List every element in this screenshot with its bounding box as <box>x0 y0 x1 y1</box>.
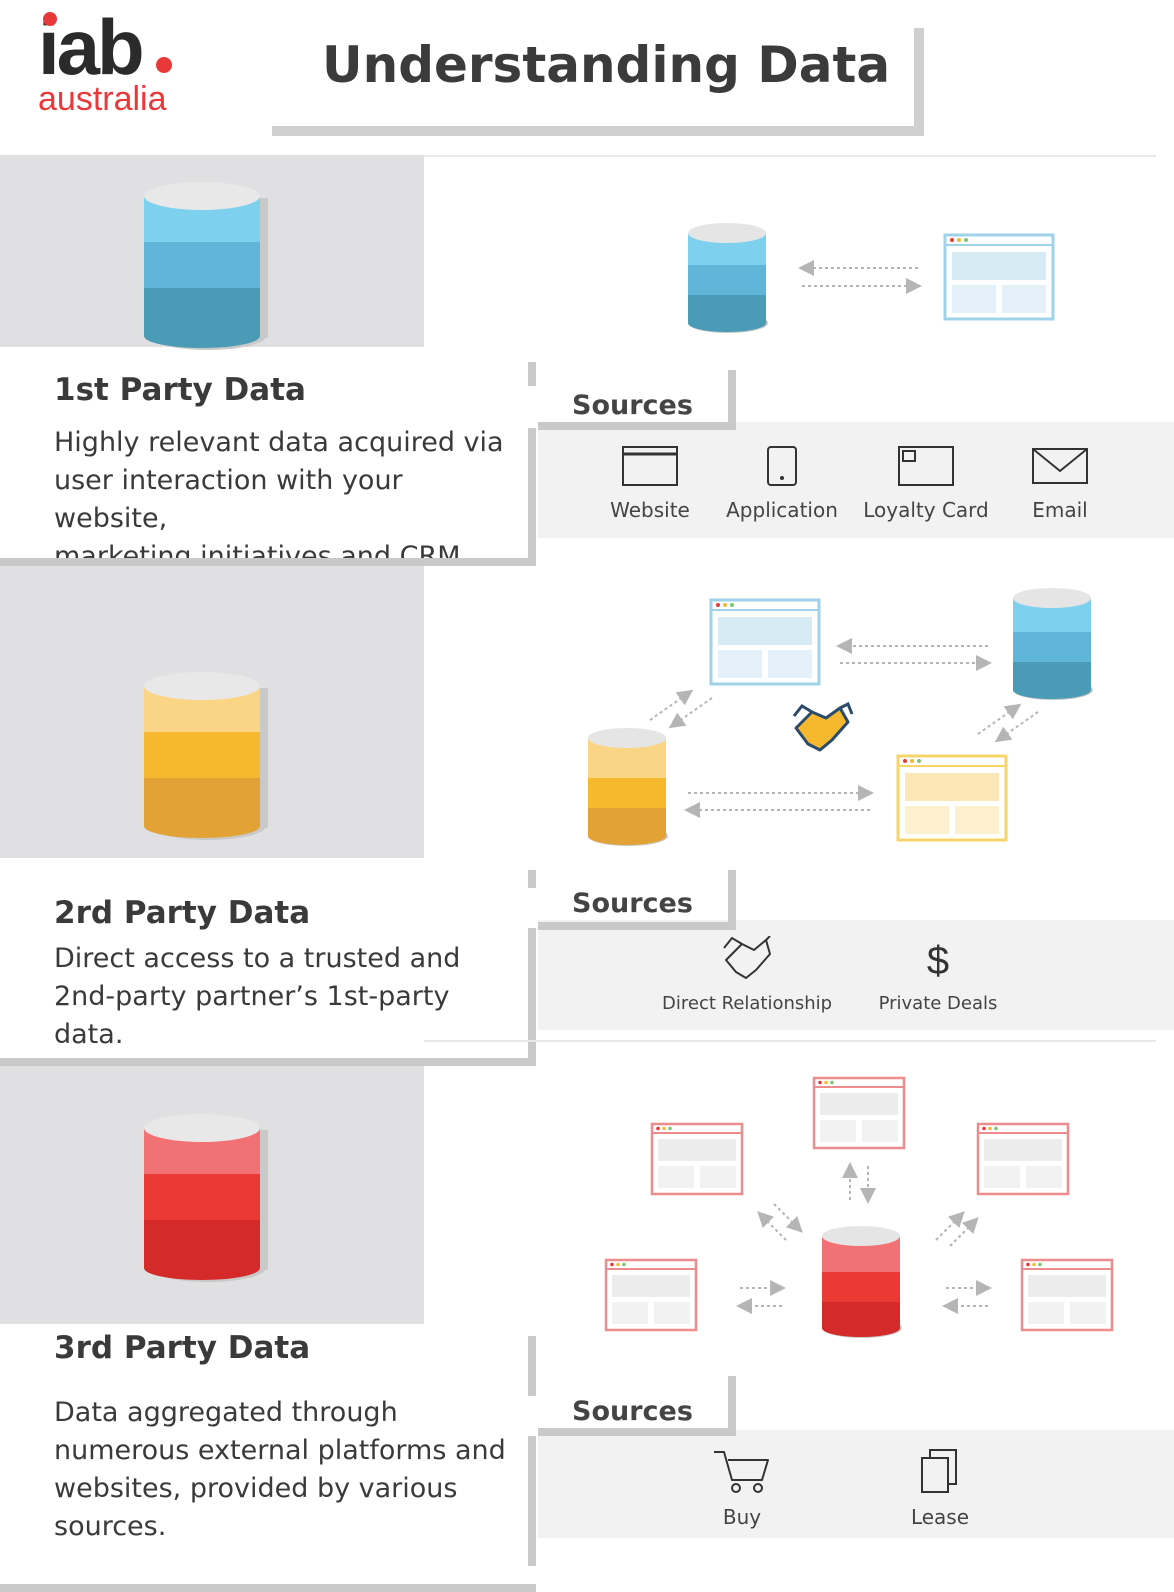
source-website: Website <box>600 445 700 522</box>
browser-window-icon <box>622 446 678 486</box>
second-party-vline-top <box>528 870 536 888</box>
third-party-description: Data aggregated through numerous externa… <box>54 1397 506 1542</box>
divider-top <box>424 155 1156 157</box>
second-party-cylinder-icon <box>144 672 268 840</box>
second-party-title: 2rd Party Data <box>54 895 311 931</box>
first-party-flow-diagram <box>688 223 1055 333</box>
handshake-icon <box>792 701 854 752</box>
third-party-bottom-line <box>0 1584 536 1592</box>
iab-australia-logo: iab australia <box>38 3 172 118</box>
copy-documents-icon <box>921 1449 957 1493</box>
first-party-description: Highly relevant data acquired via user i… <box>54 427 504 572</box>
red-browser-window-icon-lower-left <box>604 1258 698 1332</box>
first-party-sources-tab <box>538 370 736 430</box>
source-email: Email <box>1010 445 1110 522</box>
loyalty-card-icon <box>898 446 954 486</box>
svg-text:$: $ <box>927 939 949 982</box>
logo-dot <box>156 57 172 73</box>
third-party-flow-diagram <box>604 1076 1114 1338</box>
source-direct-relationship: Direct Relationship <box>662 935 832 1014</box>
third-party-cylinder-icon <box>144 1114 268 1282</box>
handshake-icon <box>723 935 771 979</box>
second-party-sources-strip <box>538 920 1174 1030</box>
red-browser-window-icon-top <box>812 1076 906 1150</box>
red-browser-window-icon-upper-left <box>650 1122 744 1196</box>
third-party-vline <box>528 1436 536 1566</box>
yellow-browser-window-icon <box>896 754 1008 842</box>
second-party-sources-label: Sources <box>572 888 693 919</box>
source-loyalty-card: Loyalty Card <box>862 445 990 522</box>
third-party-title: 3rd Party Data <box>54 1330 311 1366</box>
browser-window-icon <box>943 233 1055 321</box>
red-browser-window-icon-upper-right <box>976 1122 1070 1196</box>
third-party-sources-tab <box>538 1376 736 1436</box>
logo-i-dot <box>43 12 57 26</box>
first-party-bottom-line <box>0 558 536 566</box>
second-party-bottom-line <box>0 1058 536 1066</box>
first-party-sources-label: Sources <box>572 390 693 421</box>
dollar-sign-icon: $ <box>927 939 949 983</box>
third-party-sources-strip <box>538 1430 1174 1538</box>
small-red-cylinder-icon <box>822 1226 902 1338</box>
first-party-title: 1st Party Data <box>54 372 306 408</box>
third-party-vline-top <box>528 1336 536 1396</box>
red-browser-window-icon-lower-right <box>1020 1258 1114 1332</box>
small-blue-cylinder-icon <box>688 223 768 333</box>
cyl-layer-middle <box>144 240 260 288</box>
source-application: Application <box>722 445 842 522</box>
source-private-deals: $ Private Deals <box>870 936 1006 1014</box>
shopping-cart-icon <box>714 1451 769 1493</box>
second-party-sources-tab <box>538 870 736 930</box>
second-party-flow-diagram <box>588 588 1093 846</box>
small-blue-cylinder-icon <box>1013 588 1093 700</box>
title-box: Understanding Data <box>272 28 924 136</box>
logo-iab-text: iab <box>38 3 145 91</box>
page-title: Understanding Data <box>322 36 891 94</box>
envelope-icon <box>1032 448 1088 484</box>
small-yellow-cylinder-icon <box>588 728 668 846</box>
source-lease: Lease <box>898 1448 982 1529</box>
first-party-vline-top <box>528 362 536 386</box>
first-party-cylinder-icon <box>144 182 268 350</box>
first-party-vline <box>528 428 536 566</box>
second-party-vline <box>528 928 536 1066</box>
third-party-sources-label: Sources <box>572 1396 693 1427</box>
divider-middle <box>424 1040 1156 1042</box>
second-party-description: Direct access to a trusted and 2nd-party… <box>54 943 461 1050</box>
mobile-phone-icon <box>767 446 797 486</box>
logo-australia-text: australia <box>38 80 167 118</box>
first-party-sources-strip <box>538 422 1174 538</box>
source-buy: Buy <box>702 1448 782 1529</box>
blue-browser-window-icon <box>709 598 821 686</box>
